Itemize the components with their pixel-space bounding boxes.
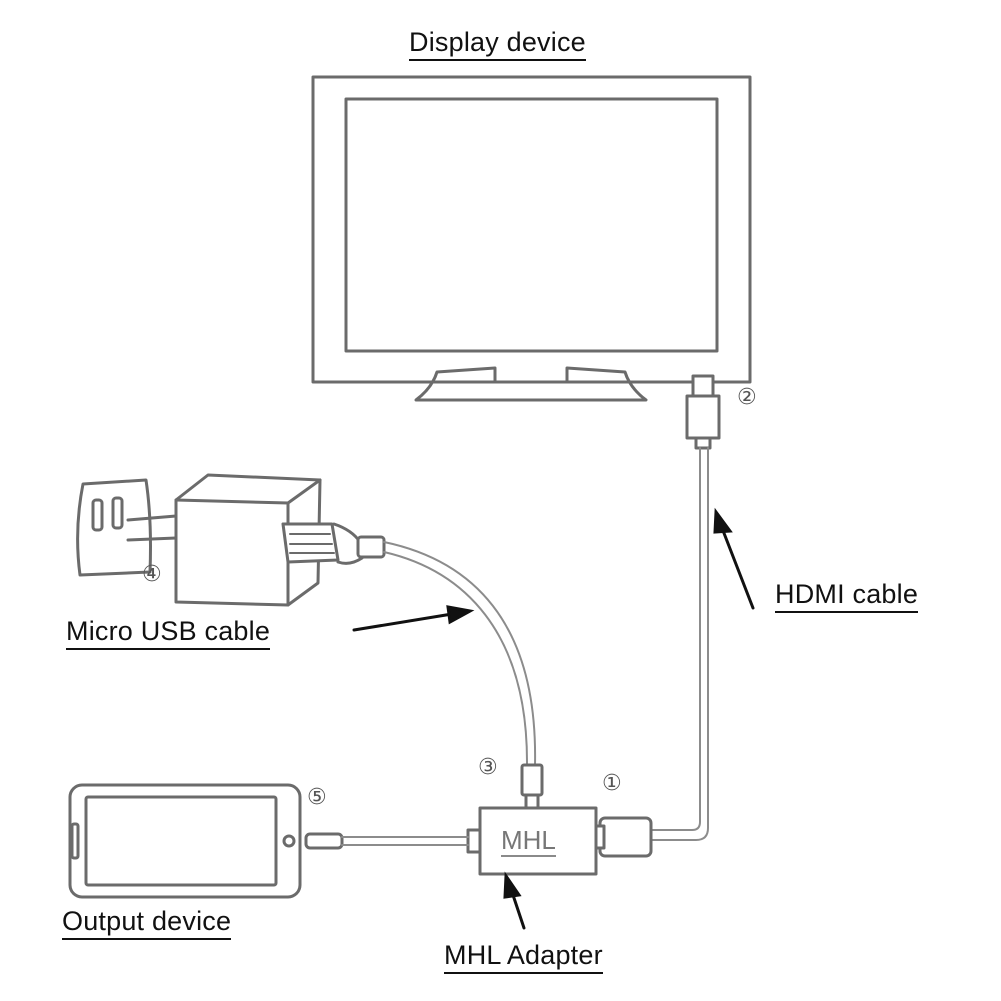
hdmi-cable-underline [775, 611, 919, 613]
output-device-label: Output device [62, 905, 232, 940]
display-device-label: Display device [409, 26, 586, 61]
hdmi-cable-text: HDMI cable [775, 579, 919, 609]
hdmi-adapter-plug [598, 816, 653, 858]
usb-cable-wire-2 [383, 551, 529, 766]
charger-body [174, 473, 322, 607]
micro-usb-plug [520, 763, 544, 797]
display-device-underline [409, 59, 586, 61]
mhl-adapter-illustration [466, 806, 598, 876]
wall-socket-illustration [76, 478, 152, 577]
micro-usb-cable-underline [66, 648, 271, 650]
output-device-illustration [68, 783, 302, 899]
display-device-text: Display device [409, 27, 586, 57]
phone-screen [84, 795, 278, 887]
mhl-box-text: MHL [501, 825, 556, 855]
phone-home-button [282, 834, 296, 848]
hdmi-cable-wire-2 [650, 447, 709, 841]
marker-2: ② [737, 385, 757, 410]
mhl-adapter-underline [444, 972, 603, 974]
mhl-adapter-left-port [466, 828, 482, 854]
hdmi-cable-label: HDMI cable [775, 578, 919, 613]
mhl-adapter-label: MHL Adapter [444, 939, 603, 974]
hdmi-arrow [713, 507, 755, 610]
pointer-arrows [352, 507, 755, 930]
mhl-adapter-text: MHL Adapter [444, 940, 603, 970]
marker-5: ⑤ [307, 785, 327, 810]
usb-cable-wire [383, 541, 537, 766]
micro-usb-cable-text: Micro USB cable [66, 616, 271, 646]
mhl-box-underline [501, 855, 556, 857]
adapter-arrow [503, 871, 526, 930]
phone-cable-plug [304, 832, 344, 850]
charger-prongs [126, 514, 178, 542]
output-device-text: Output device [62, 906, 232, 936]
hdmi-plug-body [685, 394, 721, 440]
display-device-illustration [311, 75, 752, 402]
socket-slot-left [91, 498, 104, 532]
marker-4: ④ [142, 562, 162, 587]
tv-stand [414, 366, 648, 402]
marker-1: ① [602, 771, 622, 796]
marker-3: ③ [478, 755, 498, 780]
phone-body [68, 783, 302, 899]
hdmi-strain-relief [694, 436, 712, 450]
phone-cable-illustration [304, 832, 469, 850]
usb-ferrite [356, 535, 386, 559]
output-device-underline [62, 938, 232, 940]
socket-slot-right [111, 496, 124, 530]
usb-arrow [352, 605, 475, 632]
micro-usb-cable-label: Micro USB cable [66, 615, 271, 650]
mhl-box-label: MHL [501, 826, 556, 857]
tv-screen [344, 97, 719, 353]
charger-illustration [126, 473, 322, 607]
usb-a-plug-contacts [289, 533, 335, 554]
hdmi-cable-illustration [594, 374, 721, 858]
hdmi-cable-wire [650, 447, 701, 831]
hdmi-plug-tip [691, 374, 715, 398]
micro-usb-cable-illustration [281, 522, 544, 811]
phone-side-button [70, 822, 80, 860]
